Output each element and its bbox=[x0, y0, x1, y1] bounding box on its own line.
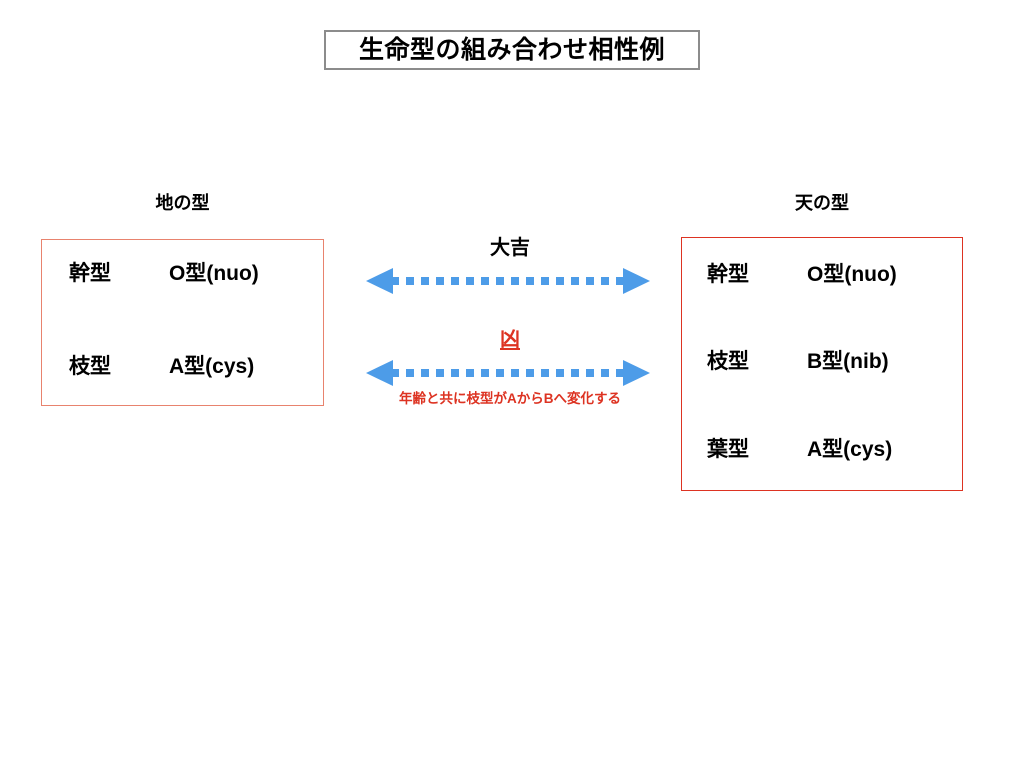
type-row-value: A型(cys) bbox=[807, 437, 893, 461]
type-row-label: 枝型 bbox=[707, 349, 749, 373]
type-box-ten: 幹型 O型(nuo) 枝型 B型(nib) 葉型 A型(cys) bbox=[681, 237, 963, 491]
type-row-label: 枝型 bbox=[69, 354, 111, 378]
type-row: 幹型 O型(nuo) bbox=[42, 260, 323, 286]
double-arrow-icon bbox=[366, 268, 650, 294]
arrow-head-left-icon bbox=[366, 360, 393, 386]
connector-group: 大吉 凶 年齢と共に枝型がAからBへ変化する bbox=[355, 230, 665, 430]
arrow-head-right-icon bbox=[623, 360, 650, 386]
type-row-value: O型(nuo) bbox=[169, 261, 259, 285]
type-row-label: 幹型 bbox=[69, 261, 111, 285]
connector-note: 年齢と共に枝型がAからBへ変化する bbox=[399, 391, 621, 406]
type-row: 枝型 A型(cys) bbox=[42, 353, 323, 379]
connector-kyou: 凶 bbox=[355, 330, 665, 390]
type-box-chi: 幹型 O型(nuo) 枝型 A型(cys) bbox=[41, 239, 324, 406]
type-row-value: O型(nuo) bbox=[807, 262, 897, 286]
connector-label-kyou: 凶 bbox=[500, 329, 520, 351]
arrow-head-left-icon bbox=[366, 268, 393, 294]
double-arrow-icon bbox=[366, 360, 650, 386]
column-heading-ten: 天の型 bbox=[795, 193, 849, 213]
arrow-head-right-icon bbox=[623, 268, 650, 294]
page-title: 生命型の組み合わせ相性例 bbox=[324, 30, 700, 70]
connector-daikichi: 大吉 bbox=[355, 238, 665, 298]
type-row-label: 幹型 bbox=[707, 262, 749, 286]
type-row-value: B型(nib) bbox=[807, 349, 889, 373]
type-row: 幹型 O型(nuo) bbox=[682, 261, 962, 287]
connector-label-daikichi: 大吉 bbox=[490, 237, 530, 259]
arrow-shaft bbox=[391, 369, 625, 377]
type-row-label: 葉型 bbox=[707, 437, 749, 461]
type-row: 葉型 A型(cys) bbox=[682, 436, 962, 462]
column-heading-chi: 地の型 bbox=[155, 193, 210, 213]
arrow-shaft bbox=[391, 277, 625, 285]
type-row-value: A型(cys) bbox=[169, 354, 255, 378]
type-row: 枝型 B型(nib) bbox=[682, 348, 962, 374]
